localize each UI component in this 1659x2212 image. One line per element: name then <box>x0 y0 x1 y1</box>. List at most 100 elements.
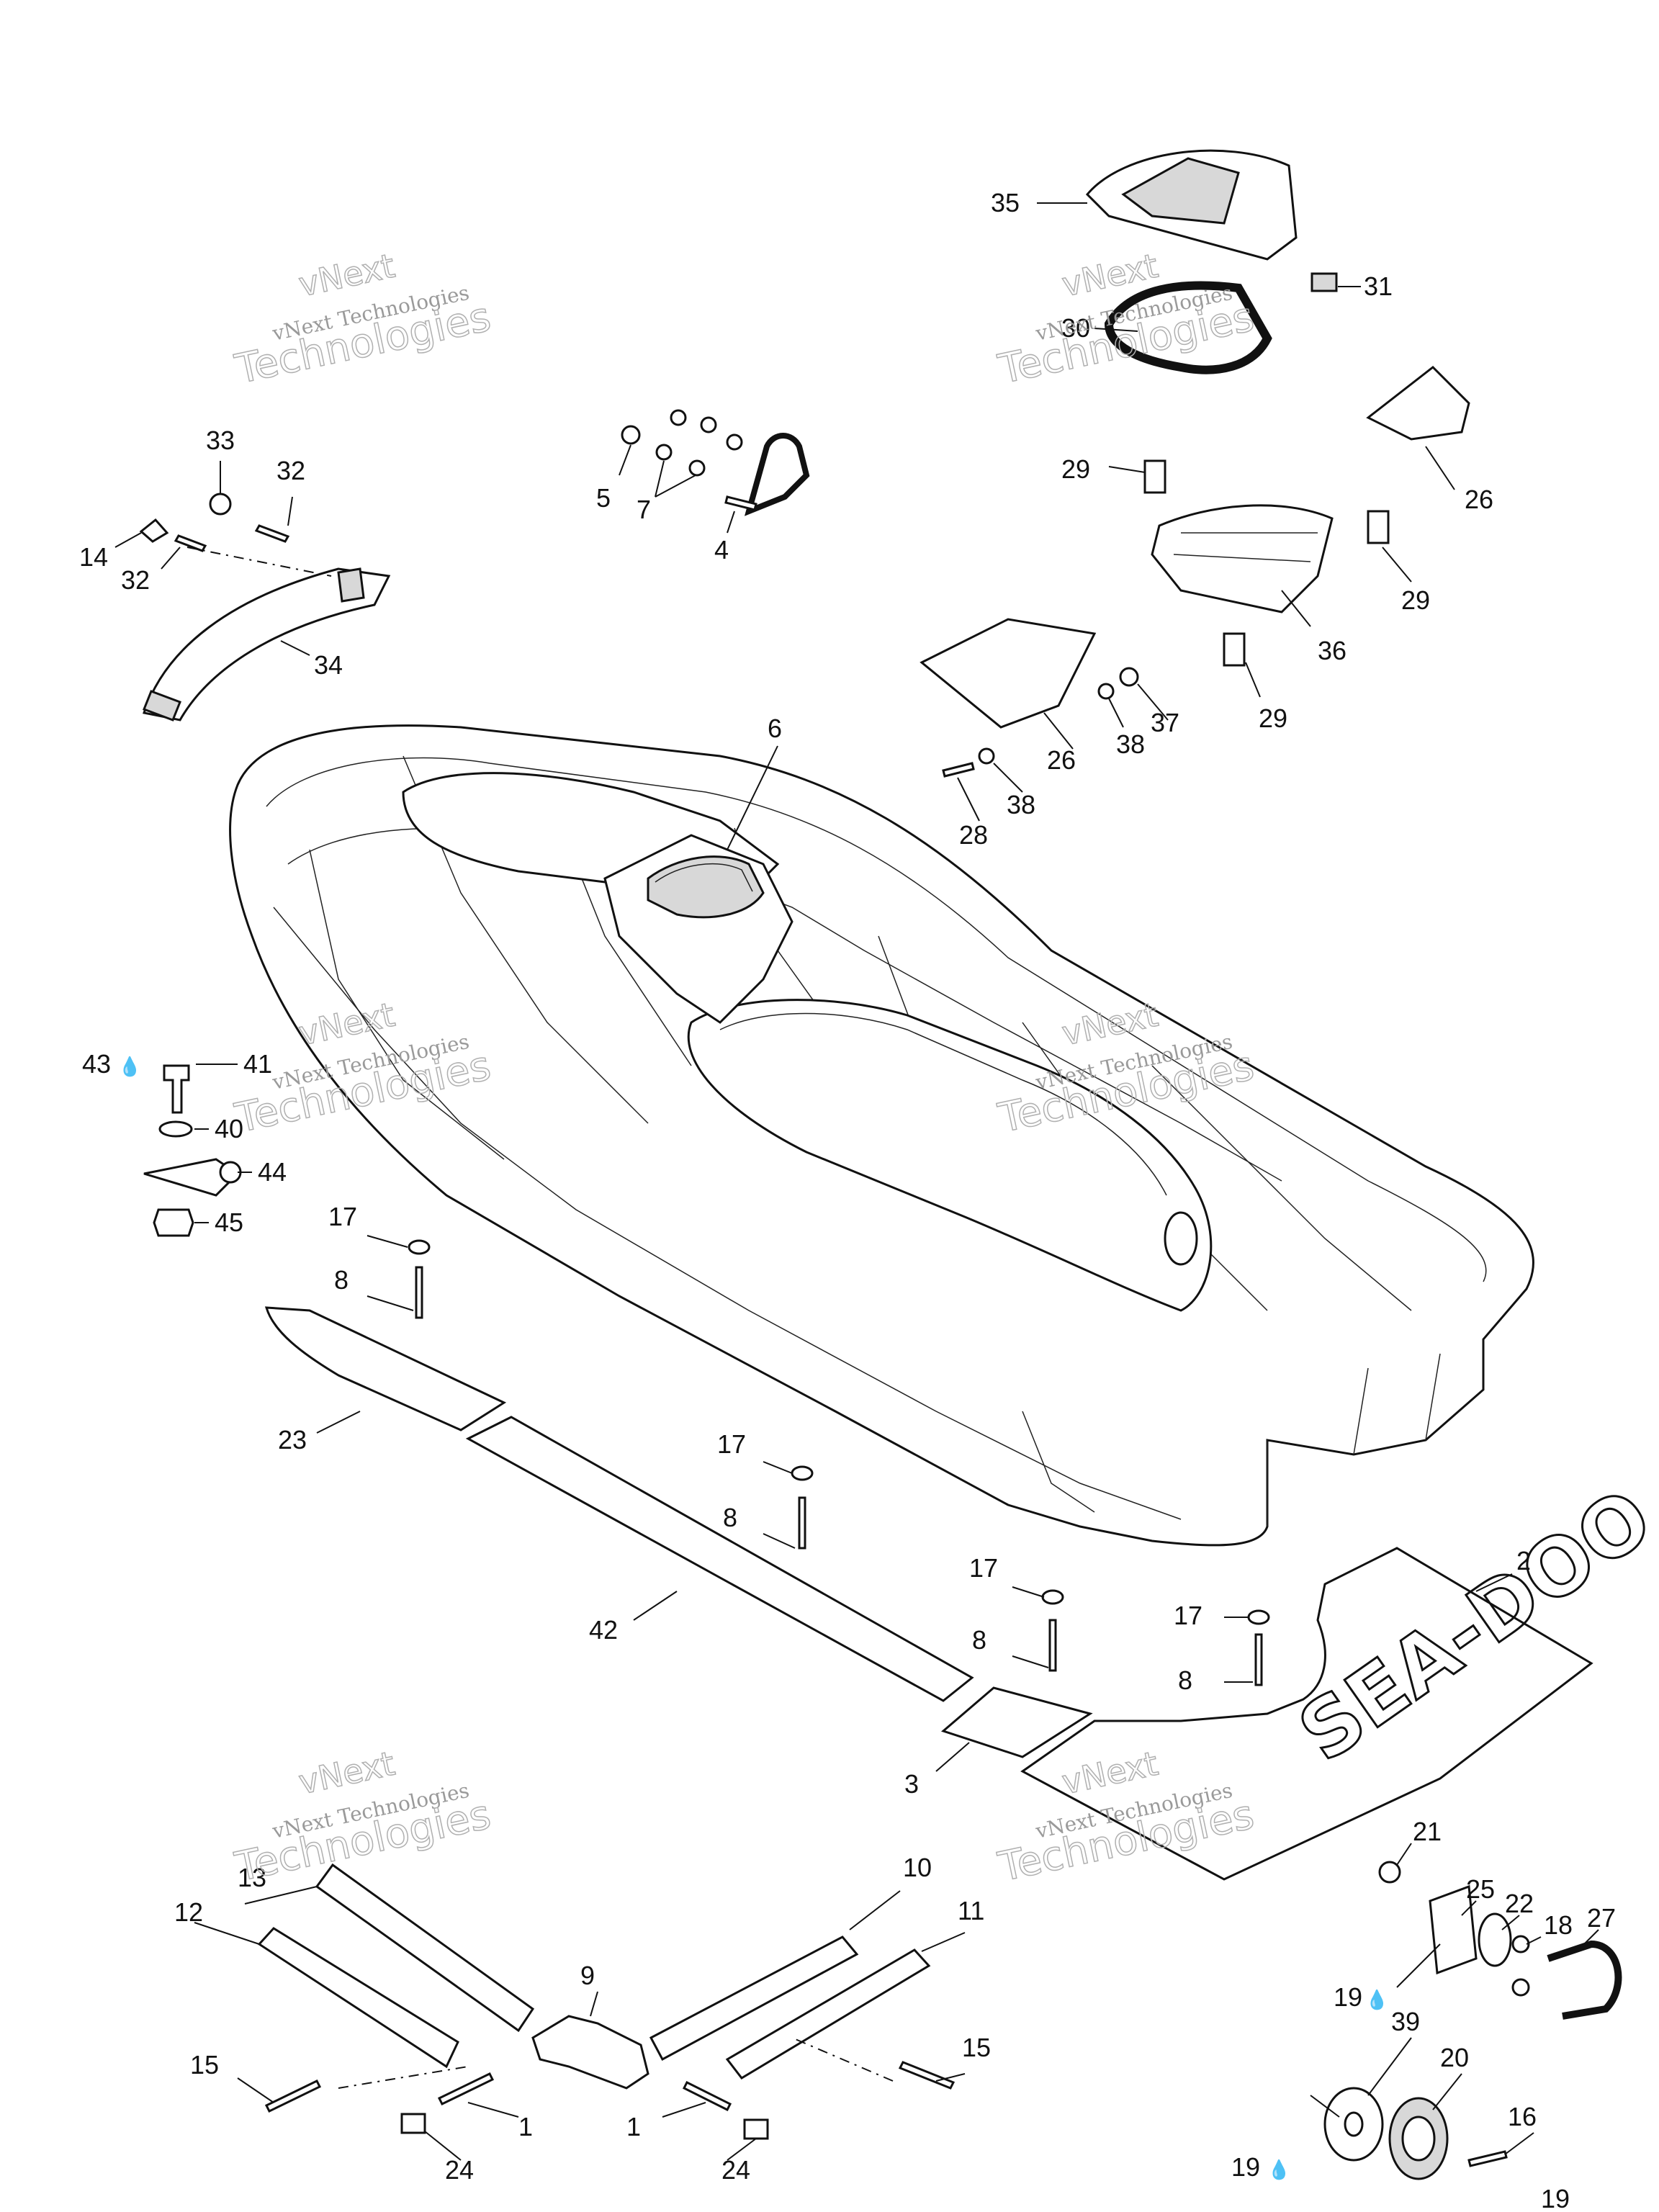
part-26-support-plate <box>920 618 1097 729</box>
watermark-line1: vNext <box>295 1744 398 1802</box>
part-24-plug-a <box>400 2113 426 2134</box>
part-38-washer-b <box>978 747 995 765</box>
callout-9: 9 <box>580 1961 595 1990</box>
part-29-clip-a <box>1143 459 1166 494</box>
part-26-bracket <box>1366 366 1470 441</box>
part-23-front-mat <box>264 1306 507 1431</box>
part-11-rail <box>725 1948 931 2080</box>
callout-40: 40 <box>215 1114 243 1143</box>
part-22-gasket <box>1478 1912 1512 1967</box>
callout-8: 8 <box>334 1265 349 1295</box>
callout-8: 8 <box>1178 1665 1192 1695</box>
callout-26: 26 <box>1047 745 1076 775</box>
hull-body <box>229 724 1534 1547</box>
callout-26: 26 <box>1465 485 1493 514</box>
callout-1: 1 <box>518 2112 533 2141</box>
part-32-screw-a <box>254 524 290 543</box>
callout-20: 20 <box>1440 2043 1469 2072</box>
part-29-clip-c <box>1223 632 1246 667</box>
drop-icon: 💧 <box>1267 2159 1290 2180</box>
callout-29: 29 <box>1259 703 1287 733</box>
callout-17: 17 <box>328 1202 357 1231</box>
callout-8: 8 <box>723 1503 737 1532</box>
callout-41: 41 <box>243 1049 272 1079</box>
callout-19: 19 <box>1541 2184 1570 2212</box>
callout-33: 33 <box>206 426 235 455</box>
part-29-clip-b <box>1367 510 1390 544</box>
part-37-nut <box>1119 667 1139 687</box>
part-35-storage-cover <box>1085 149 1298 261</box>
callout-14: 14 <box>79 542 108 572</box>
callout-17: 17 <box>969 1553 998 1583</box>
callout-13: 13 <box>238 1863 266 1892</box>
part-38-washer-a <box>1097 683 1115 700</box>
part-10-rail <box>649 1936 859 2062</box>
callout-16: 16 <box>1508 2102 1537 2131</box>
part-12-rail <box>257 1927 459 2069</box>
watermark-line1: vNext <box>295 246 398 305</box>
callout-4: 4 <box>714 535 729 565</box>
drop-icon: 💧 <box>118 1056 141 1077</box>
callout-12: 12 <box>174 1897 203 1927</box>
callout-38: 38 <box>1007 790 1035 819</box>
part-4-bolt <box>724 495 757 511</box>
callout-22: 22 <box>1505 1889 1534 1918</box>
callout-27: 27 <box>1587 1903 1616 1933</box>
callout-32: 32 <box>276 456 305 485</box>
callout-18: 18 <box>1544 1910 1573 1940</box>
callout-1: 1 <box>626 2112 641 2141</box>
callout-7: 7 <box>637 495 651 524</box>
callout-23: 23 <box>278 1425 307 1455</box>
callout-29: 29 <box>1061 454 1090 484</box>
part-24-plug-b <box>743 2118 769 2140</box>
callout-34: 34 <box>314 650 343 680</box>
part-32-screw-b <box>174 534 207 552</box>
drop-icon: 💧 <box>1365 1989 1388 2010</box>
callout-17: 17 <box>1174 1601 1202 1630</box>
part-21-nut <box>1378 1861 1401 1884</box>
callout-21: 21 <box>1413 1817 1442 1846</box>
callout-39: 39 <box>1391 2007 1420 2036</box>
part-41-44-hook <box>143 1064 242 1237</box>
part-2-rear-mat <box>1020 1547 1593 1881</box>
callout-10: 10 <box>903 1853 932 1882</box>
part-33-nut <box>209 493 232 516</box>
callout-25: 25 <box>1466 1874 1495 1904</box>
part-30-gasket <box>1104 281 1272 374</box>
part-36-storage-bin <box>1151 504 1334 613</box>
part-16-screw <box>1467 2150 1508 2167</box>
callout-3: 3 <box>904 1769 919 1799</box>
callout-19: 19 <box>1334 1982 1362 2012</box>
pins <box>408 1239 1270 1686</box>
part-14-grommet <box>139 518 169 543</box>
part-42-side-mat <box>465 1416 974 1702</box>
callout-19: 19 <box>1231 2152 1260 2182</box>
part-4-handle <box>744 433 810 516</box>
part-5-nut <box>621 425 641 445</box>
callout-45: 45 <box>215 1208 243 1237</box>
callout-5: 5 <box>596 483 611 513</box>
callout-35: 35 <box>991 188 1020 217</box>
callout-32: 32 <box>121 565 150 595</box>
callout-31: 31 <box>1364 271 1393 301</box>
part-18-nut <box>1511 1935 1530 1954</box>
callout-43: 43 <box>82 1049 111 1079</box>
callout-28: 28 <box>959 820 988 850</box>
callout-6: 6 <box>768 714 782 743</box>
callout-15: 15 <box>190 2050 219 2080</box>
part-34-grab-handle <box>143 567 391 721</box>
callout-38: 38 <box>1116 729 1145 759</box>
part-13-rail <box>315 1863 535 2033</box>
part-9-joiner <box>531 2015 649 2090</box>
callout-24: 24 <box>445 2155 474 2185</box>
leader-lines <box>114 202 1599 2161</box>
callout-8: 8 <box>972 1625 986 1655</box>
callout-labels: 35 31 30 26 29 29 36 29 37 38 26 38 28 6… <box>79 188 1616 2212</box>
callout-24: 24 <box>721 2155 750 2185</box>
callout-2: 2 <box>1516 1546 1531 1575</box>
part-28-bolt <box>942 762 975 778</box>
callout-17: 17 <box>717 1429 746 1459</box>
part-27-u-bolt <box>1547 1940 1622 2020</box>
callout-36: 36 <box>1318 636 1346 665</box>
